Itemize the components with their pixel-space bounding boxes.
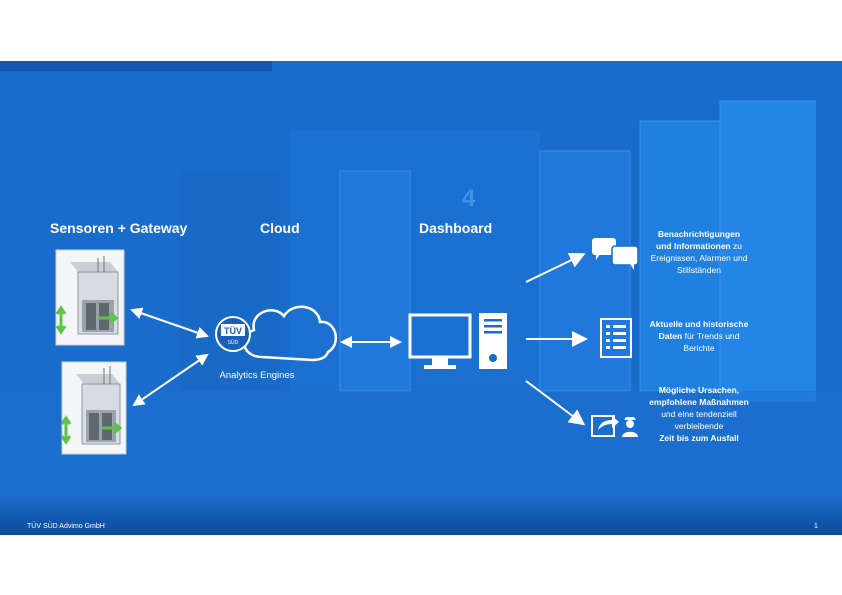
header-stripe bbox=[0, 61, 272, 71]
report-list-icon bbox=[600, 318, 632, 358]
output-data: Aktuelle und historische Daten für Trend… bbox=[649, 319, 749, 353]
elevator-sensor-1-icon bbox=[55, 249, 125, 346]
arrow-to-causes bbox=[525, 380, 586, 426]
computer-icon bbox=[408, 313, 507, 369]
arrow-to-notifications bbox=[525, 253, 586, 283]
svg-text:SÜD: SÜD bbox=[228, 339, 239, 346]
heading-sensors: Sensoren + Gateway bbox=[50, 220, 188, 236]
heading-cloud: Cloud bbox=[260, 220, 300, 236]
output-notifications: Benachrichtigungen und Informationen zu … bbox=[650, 229, 748, 275]
heading-dashboard: Dashboard bbox=[419, 220, 493, 236]
cloud-label: Analytics Engines bbox=[219, 370, 295, 381]
slide-background: 4 bbox=[0, 61, 842, 535]
footer-page-number: 1 bbox=[814, 523, 818, 530]
output-causes: Mögliche Ursachen, empfohlene Maßnahmen … bbox=[649, 385, 749, 443]
technician-share-icon bbox=[591, 415, 638, 437]
footer-company: TÜV SÜD Advimo GmbH bbox=[27, 523, 105, 530]
elevator-sensor-2-icon bbox=[60, 361, 127, 455]
chat-bubbles-icon bbox=[592, 238, 639, 270]
arrow-sensor1-cloud bbox=[130, 307, 209, 339]
floor-shade bbox=[0, 495, 842, 535]
building-number: 4 bbox=[462, 185, 476, 212]
svg-text:TÜV: TÜV bbox=[224, 326, 242, 336]
tuv-logo: TÜV SÜD bbox=[215, 316, 251, 352]
cloud-icon bbox=[242, 305, 338, 362]
arrow-sensor2-cloud bbox=[132, 353, 209, 407]
